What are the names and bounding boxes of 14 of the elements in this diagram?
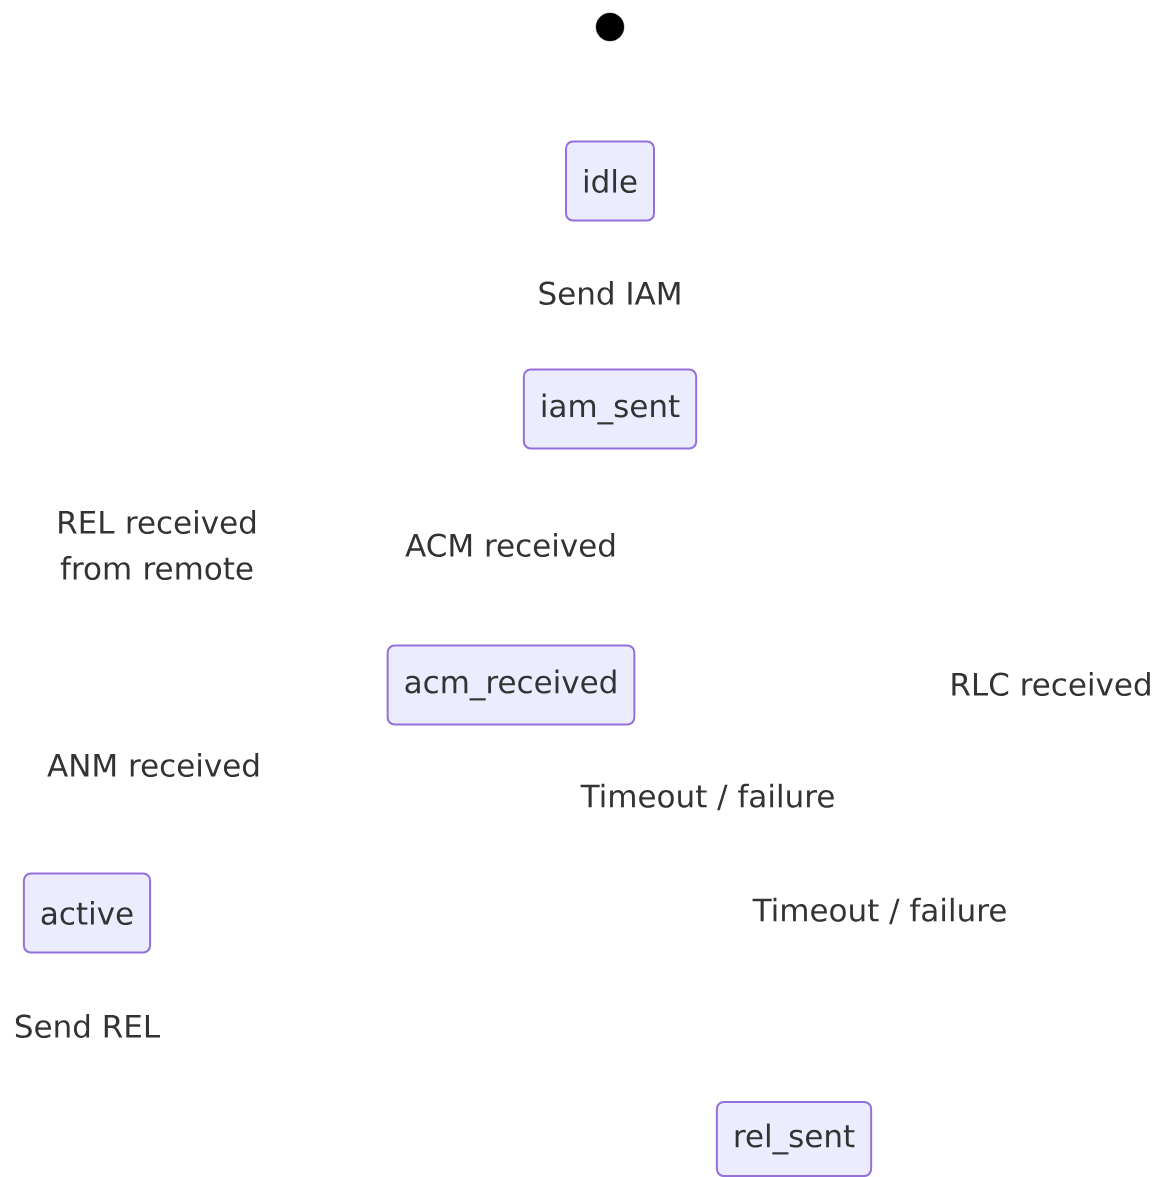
transition-label: Send REL bbox=[15, 1014, 160, 1038]
transition-label: ACM received bbox=[405, 533, 615, 557]
state-box: rel_sent bbox=[715, 1101, 873, 1177]
state-box: active bbox=[22, 872, 152, 954]
transition-label: REL received from remote bbox=[59, 510, 256, 580]
transition-label: ANM received bbox=[47, 753, 259, 777]
transition-label: Timeout / failure bbox=[752, 897, 1006, 925]
state-box: acm_received bbox=[386, 644, 636, 726]
state-box: iam_sent bbox=[522, 368, 698, 450]
transition-label: RLC received bbox=[952, 672, 1150, 696]
state-box: idle bbox=[565, 140, 655, 222]
start-dot bbox=[595, 12, 625, 42]
transition-label: Timeout / failure bbox=[580, 783, 834, 811]
transition-label: Send IAM bbox=[539, 281, 680, 305]
